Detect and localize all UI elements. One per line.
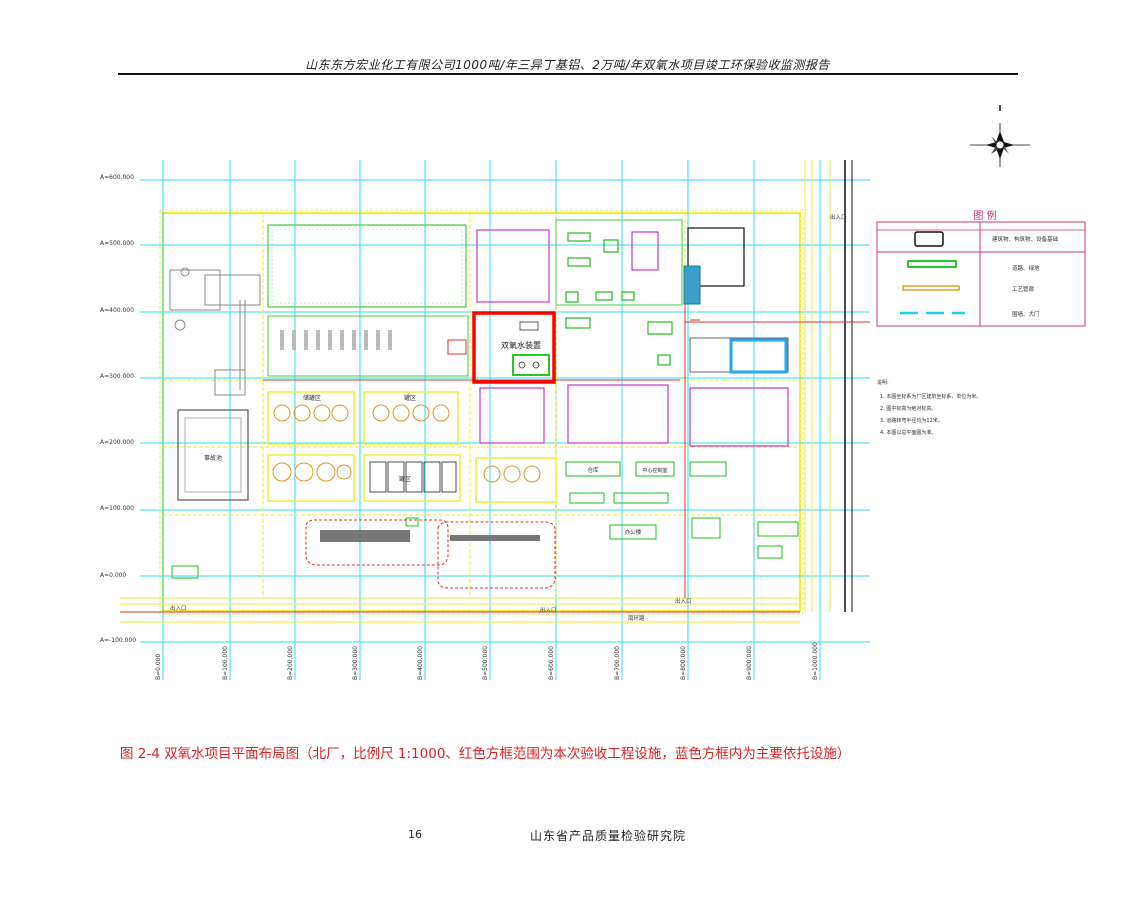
header-rule (118, 73, 1018, 75)
y-coord-label: A=0.000 (100, 572, 126, 579)
legend-item-label: 建筑物、构筑物、设备基础 (992, 235, 1059, 243)
storage-area-west: 储罐区 罐区 罐区 (267, 391, 557, 503)
storage-area-label-3: 罐区 (399, 475, 411, 483)
legend-title: 图 例 (973, 209, 996, 222)
gate-label-ne: 出入口 (830, 213, 847, 221)
y-coord-label: A=500.000 (100, 240, 134, 247)
gate-label-se: 出入口 (675, 597, 692, 605)
y-coord-label: A=100.000 (100, 505, 134, 512)
y-coord-label: A=300.000 (100, 373, 134, 380)
control-center-label: 中心控制室 (642, 467, 667, 474)
north-arrow-icon (970, 105, 1030, 167)
legend-pipe-icon (902, 285, 960, 291)
equipment-area-nw (169, 267, 261, 396)
note-line: 1. 本图坐标系为厂区建筑坐标系，单位为米。 (880, 393, 981, 400)
warehouse-label: 仓库 (587, 466, 599, 474)
block-ne-cluster (555, 219, 683, 306)
coordinate-grid (140, 160, 870, 680)
block-nw-large (267, 224, 467, 308)
legend-road-icon (907, 260, 957, 268)
accident-pool (177, 409, 249, 501)
storage-area-label-2: 罐区 (404, 394, 416, 402)
y-coord-label: A=400.000 (100, 307, 134, 314)
legend-item-label: 围墙、大门 (1012, 310, 1040, 318)
y-coord-label: A=-100.000 (100, 637, 136, 644)
south-road-label: 南环路 (628, 614, 645, 622)
note-line: 3. 道路转弯半径均为12米。 (880, 417, 943, 424)
x-coord-label: B=900.000 (746, 646, 753, 680)
y-coord-label: A=600.000 (100, 174, 134, 181)
legend-building-icon (914, 231, 944, 247)
accident-pool-label: 事故池 (204, 454, 222, 462)
notes-block: 说明: 1. 本图坐标系为厂区建筑坐标系，单位为米。 2. 图中标高为绝对标高。… (877, 379, 981, 436)
hydrogen-peroxide-unit-label: 双氧水装置 (501, 340, 541, 350)
building-ne (687, 227, 745, 287)
footer-organization: 山东省产品质量检验研究院 (530, 829, 687, 843)
figure-caption: 图 2-4 双氧水项目平面布局图（北厂，比例尺 1:1000、红色方框范围为本次… (120, 746, 851, 762)
x-coord-label: B=400.000 (417, 646, 424, 680)
south-roads (120, 597, 800, 623)
x-coord-label: B=300.000 (352, 646, 359, 680)
east-roads (804, 160, 831, 612)
y-coord-label: A=200.000 (100, 439, 134, 446)
support-facility-highlight (729, 338, 788, 374)
magenta-blocks (476, 229, 789, 447)
note-line: 4. 本图以总平面图为准。 (880, 429, 936, 436)
legend-item-label: 道路、绿地 (1012, 264, 1040, 272)
x-coord-label: B=500.000 (482, 646, 489, 680)
notes-title: 说明: (877, 379, 889, 386)
gate-label-sw: 出入口 (170, 604, 187, 612)
x-coord-label: B=1000.000 (812, 642, 819, 680)
process-row (267, 315, 469, 377)
support-block-ne (683, 265, 701, 305)
x-coord-label: B=0.000 (155, 653, 162, 680)
site-boundary-outer (159, 209, 804, 615)
site-plan: 事故池 (100, 105, 1086, 680)
legend: 图 例 建筑物、构筑物、设备基础 道路、绿地 工艺管廊 围墙、大门 (876, 209, 1086, 327)
x-coord-label: B=700.000 (614, 646, 621, 680)
site-boundary-wall (162, 212, 801, 612)
legend-item-label: 工艺管廊 (1012, 285, 1035, 293)
x-coord-label: B=600.000 (548, 646, 555, 680)
note-line: 2. 图中标高为绝对标高。 (880, 405, 936, 412)
office-label: 办公楼 (625, 528, 642, 536)
parking-area-2 (437, 521, 556, 589)
storage-area-label-1: 储罐区 (303, 394, 321, 402)
x-coord-label: B=800.000 (680, 646, 687, 680)
x-coord-label: B=100.000 (222, 646, 229, 680)
parking-area-1 (305, 519, 449, 566)
red-pipelines (263, 290, 870, 598)
hydrogen-peroxide-unit-highlight (472, 311, 556, 384)
gate-label-s: 出入口 (540, 606, 557, 614)
x-coord-label: B=200.000 (287, 646, 294, 680)
south-facilities (171, 461, 799, 579)
report-header-title: 山东东方宏业化工有限公司1000吨/年三异丁基铝、2万吨/年双氧水项目竣工环保验… (305, 58, 830, 72)
page-number: 16 (408, 828, 422, 841)
